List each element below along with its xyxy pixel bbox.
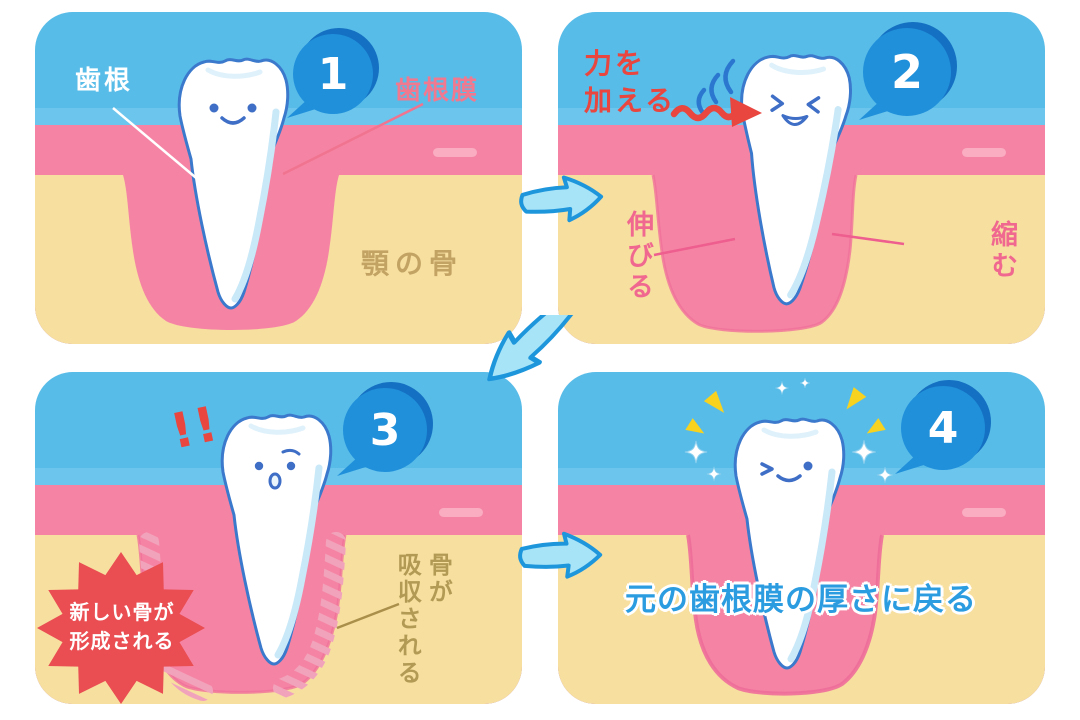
panel-3: 3 !! 新しい骨が 形成される 骨が 吸収される (35, 372, 522, 704)
panel-1-illustration (35, 12, 522, 344)
step-badge-1 (287, 28, 379, 118)
label-new-bone-forming: 新しい骨が 形成される (69, 600, 175, 653)
jawbone-layer (35, 175, 522, 344)
label-tooth-root: 歯根 (75, 66, 134, 96)
root-leader-line (112, 107, 202, 183)
jawbone-layer (558, 175, 1045, 344)
sparkle-stars (684, 378, 893, 483)
label-ligament-returns: 元の歯根膜の厚さに戻る (625, 582, 977, 618)
squint-face (770, 94, 821, 127)
step-badge-4 (895, 380, 991, 474)
panel-2-illustration (558, 12, 1045, 344)
winking-face (760, 461, 813, 483)
panel-3-illustration (35, 372, 522, 704)
flow-arrow-1-to-2 (519, 175, 604, 223)
step-badge-2 (859, 22, 957, 120)
ligament-leader-line (282, 102, 424, 176)
label-shrink: 縮む (986, 220, 1017, 282)
vibration-marks (696, 58, 736, 116)
tooth-character (733, 417, 846, 670)
label-apply-force: 力を 加える (584, 47, 677, 117)
new-bone-starburst (37, 552, 205, 704)
label-jawbone: 顎の骨 (361, 247, 464, 280)
panel-4: 4 元の歯根膜の厚さに戻る (558, 372, 1045, 704)
tooth-character (177, 57, 290, 310)
step-number: 4 (927, 402, 959, 454)
resorbed-bone-hatch-band (273, 532, 346, 698)
resorb-leader-line (336, 602, 400, 630)
tooth-character (740, 54, 852, 306)
jawbone-layer (558, 535, 1045, 704)
socket-rim (686, 534, 884, 696)
label-bone-resorbed: 骨が 吸収される (393, 552, 453, 687)
panel-2: 2 力を 加える 伸びる 縮む (558, 12, 1045, 344)
sparkle-wedges (685, 387, 886, 434)
stretch-leader-line (653, 237, 736, 257)
socket-rim (651, 174, 858, 333)
shrink-leader-line (831, 232, 905, 246)
worried-face (254, 448, 301, 490)
step-badge-3 (337, 382, 433, 476)
label-periodontal-ligament: 歯根膜 (395, 76, 480, 106)
label-stretch: 伸びる (622, 210, 653, 303)
flow-arrow-3-to-4 (518, 531, 603, 579)
step-number: 1 (317, 48, 349, 100)
step-number: 2 (890, 45, 923, 99)
panel-4-illustration (558, 372, 1045, 704)
force-arrow (670, 97, 762, 127)
tooth-character (220, 413, 333, 666)
panel-1: 1 歯根 歯根膜 顎の骨 (35, 12, 522, 344)
flow-arrow-2-to-3 (487, 315, 575, 382)
step-number: 3 (369, 404, 401, 456)
happy-face (209, 103, 257, 125)
